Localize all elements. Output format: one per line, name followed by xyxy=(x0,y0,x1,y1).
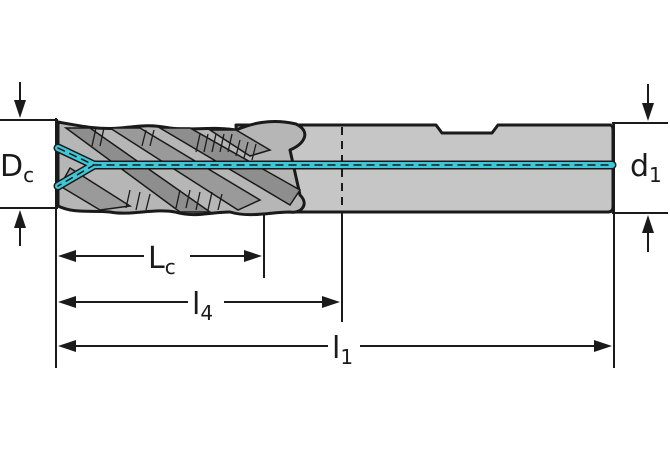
lc-label-bg xyxy=(144,238,190,276)
l1-label-bg xyxy=(328,328,360,366)
dc-label: Dc xyxy=(0,149,34,187)
lc-arrow-left xyxy=(58,250,76,262)
dimension-lines xyxy=(14,82,654,352)
dimension-labels: Dc d1 Lc l4 l1 xyxy=(0,149,662,369)
dc-label-main: D xyxy=(0,149,23,184)
l4-arrow-right xyxy=(322,296,340,308)
l1-arrow-right xyxy=(594,340,612,352)
l4-label-bg xyxy=(188,284,224,322)
flute-band-1 xyxy=(63,127,213,213)
lc-label-sub: c xyxy=(165,255,176,279)
d1-label-main: d xyxy=(630,149,649,184)
d1-label-sub: 1 xyxy=(649,163,662,187)
l4-label-main: l xyxy=(192,287,200,322)
l1-arrow-left xyxy=(58,340,76,352)
dc-label-sub: c xyxy=(23,163,34,187)
d1-top-arrow xyxy=(642,103,654,121)
coolant-channels xyxy=(53,143,617,191)
l1-label-sub: 1 xyxy=(340,345,353,369)
lc-arrow-right xyxy=(244,250,262,262)
l4-arrow-left xyxy=(58,296,76,308)
lc-label-main: L xyxy=(148,241,165,276)
d1-label: d1 xyxy=(630,149,662,187)
dc-top-arrow xyxy=(14,100,26,118)
dc-bottom-arrow xyxy=(14,210,26,228)
l4-label: l4 xyxy=(192,287,213,325)
coolant-centerline xyxy=(57,147,613,187)
l1-label-main: l xyxy=(332,331,340,366)
d1-bottom-arrow xyxy=(642,215,654,233)
l1-label: l1 xyxy=(332,331,353,369)
lc-label: Lc xyxy=(148,241,176,279)
serration-marks xyxy=(91,127,257,211)
l4-label-sub: 4 xyxy=(200,301,213,325)
